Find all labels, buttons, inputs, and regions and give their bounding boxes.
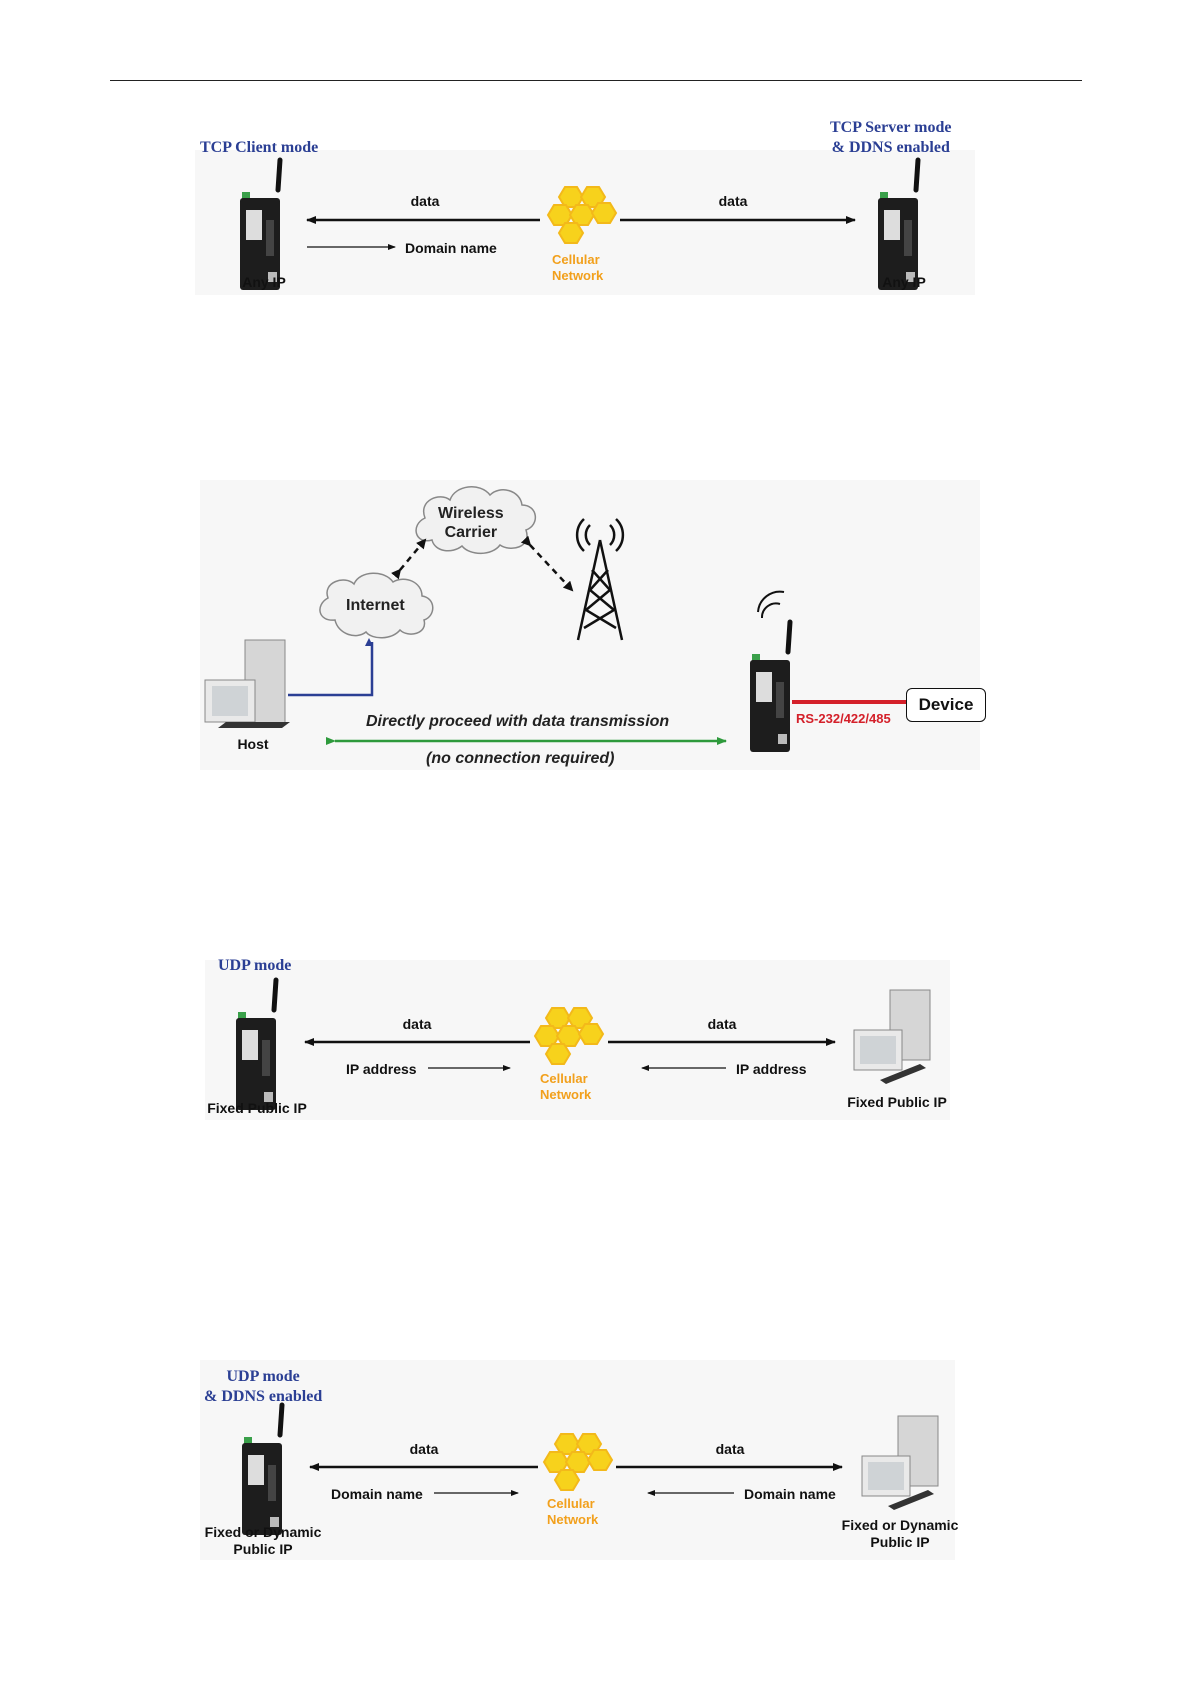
ip-address-label-left: IP address xyxy=(346,1061,417,1077)
host-internet-link xyxy=(288,638,374,697)
host-computer-icon xyxy=(204,639,290,728)
ip-address-label-right: IP address xyxy=(736,1061,807,1077)
diagram1-lines xyxy=(306,216,856,250)
domain-name-label: Domain name xyxy=(405,240,497,256)
right-ip-label: Fixed or Dynamic Public IP xyxy=(841,1517,959,1550)
gateway-icon xyxy=(750,619,793,752)
wireless-carrier-cloud-icon xyxy=(415,486,536,555)
diagram2-shapes xyxy=(204,486,906,752)
cellular-network-label: Cellular Network xyxy=(540,1071,592,1102)
data-label-left: data xyxy=(410,193,440,209)
data-label-left: data xyxy=(402,1016,432,1032)
gateway-icon xyxy=(242,1402,285,1535)
tcp-client-mode-title: TCP Client mode xyxy=(200,139,319,156)
no-connection-text: (no connection required) xyxy=(426,750,615,767)
left-ip-label: Fixed Public IP xyxy=(207,1100,307,1116)
cell-tower-icon xyxy=(575,518,625,641)
left-ip-label: Fixed or Dynamic Public IP xyxy=(204,1524,322,1557)
device-box: Device xyxy=(906,688,986,722)
cellular-network-icon xyxy=(546,186,618,244)
cellular-network-label: Cellular Network xyxy=(552,252,604,283)
serial-interface-label: RS-232/422/485 xyxy=(796,711,891,726)
cellular-network-icon xyxy=(533,1007,605,1065)
left-ip-label: Any IP xyxy=(242,274,286,290)
wireless-signal-icon xyxy=(757,590,785,619)
right-ip-label: Fixed Public IP xyxy=(847,1094,947,1110)
domain-name-label-left: Domain name xyxy=(331,1486,423,1502)
internet-label: Internet xyxy=(346,597,405,614)
cellular-network-icon xyxy=(542,1433,614,1491)
domain-name-label-right: Domain name xyxy=(744,1486,836,1502)
udp-ddns-mode-title: UDP mode & DDNS enabled xyxy=(204,1368,323,1405)
data-label-right: data xyxy=(715,1441,745,1457)
gateway-icon xyxy=(236,977,279,1110)
udp-mode-title: UDP mode xyxy=(218,957,292,974)
transmission-text: Directly proceed with data transmission xyxy=(366,713,670,730)
diagram-udp-mode: UDP mode data data IP add xyxy=(207,957,947,1116)
diagram-udp-ddns-mode: UDP mode & DDNS enabled xyxy=(204,1368,959,1557)
server-computer-icon xyxy=(853,989,931,1084)
diagram-udp-architecture: Wireless Carrier Internet Host Directly … xyxy=(0,0,1191,800)
wireless-carrier-label: Wireless Carrier xyxy=(438,505,504,541)
right-ip-label: Any IP xyxy=(882,274,926,290)
data-label-left: data xyxy=(409,1441,439,1457)
diagram-tcp-client-server: TCP Client mode TCP Server mode & DDNS e… xyxy=(0,0,1191,300)
tcp-server-mode-title: TCP Server mode & DDNS enabled xyxy=(830,119,952,156)
header-rule xyxy=(110,80,1082,81)
diagram3-lines xyxy=(236,977,931,1110)
data-label-right: data xyxy=(707,1016,737,1032)
diagram4-lines xyxy=(242,1402,939,1535)
server-computer-icon xyxy=(861,1415,939,1510)
host-label: Host xyxy=(237,736,269,752)
data-label-right: data xyxy=(718,193,748,209)
internet-cloud-icon xyxy=(319,572,434,639)
gateway-icon xyxy=(240,157,921,290)
cellular-network-label: Cellular Network xyxy=(547,1496,599,1527)
